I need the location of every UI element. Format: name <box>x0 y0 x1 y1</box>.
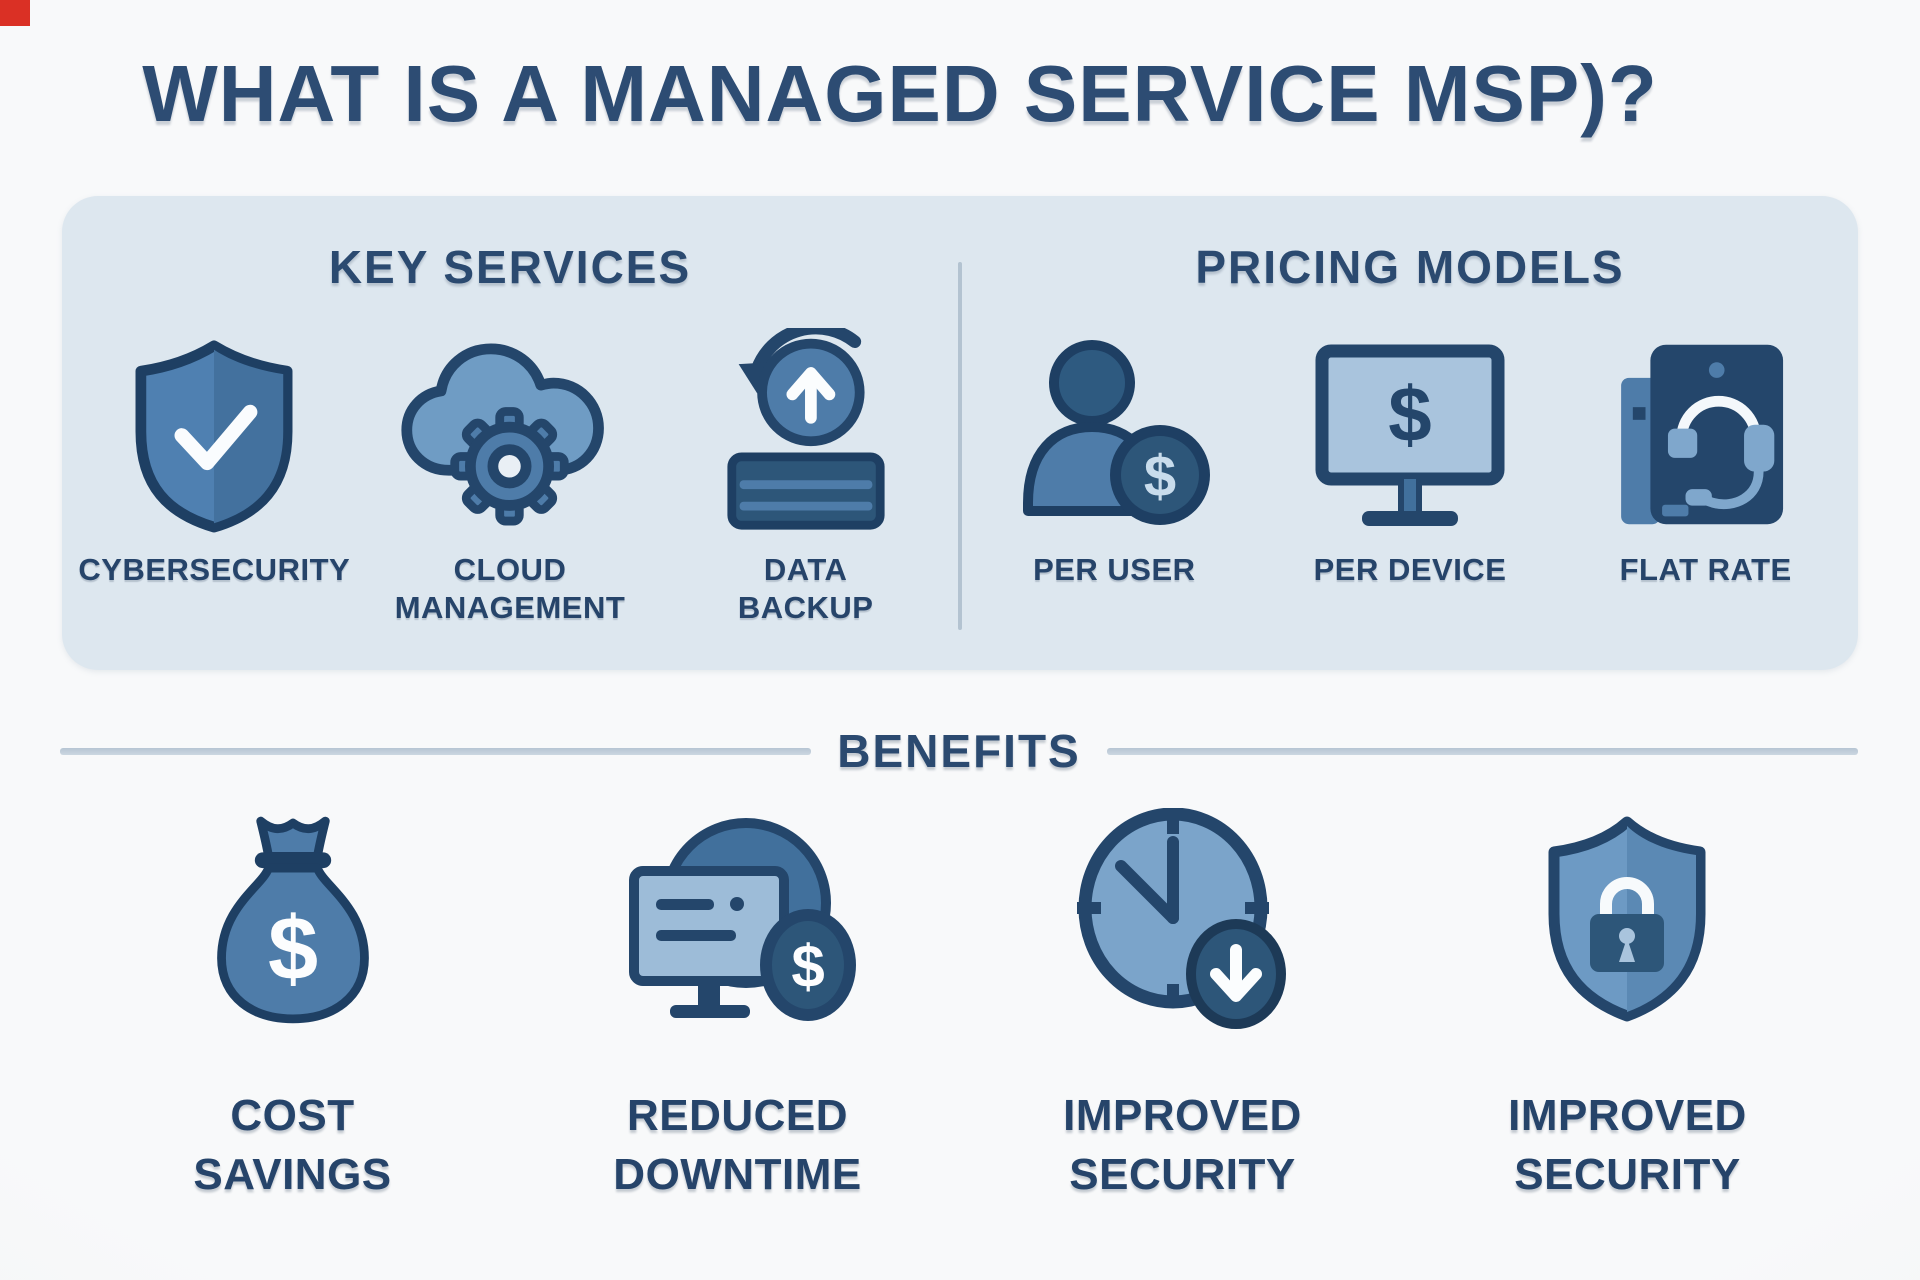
device-headset-icon <box>1613 328 1799 533</box>
page-title: WHAT IS A MANAGED SERVICE MSP)? <box>142 49 1658 138</box>
monitor-dollar-icon: $ <box>1308 328 1512 533</box>
svg-text:$: $ <box>1388 370 1431 458</box>
service-item-cloud-management: CLOUD MANAGEMENT <box>367 328 654 627</box>
pricing-models-section: PRICING MODELS $ PER USER <box>962 196 1858 670</box>
money-bag-icon: $ <box>200 786 386 1052</box>
svg-text:$: $ <box>1144 444 1176 509</box>
panel-divider <box>958 262 962 630</box>
pricing-label: FLAT RATE <box>1619 552 1792 587</box>
shield-check-icon <box>130 328 298 533</box>
service-item-cybersecurity: CYBERSECURITY <box>71 328 358 627</box>
benefit-label: IMPROVED SECURITY <box>1508 1091 1747 1200</box>
key-services-heading: KEY SERVICES <box>328 241 692 293</box>
benefits-line-right <box>1106 747 1858 755</box>
pricing-item-per-user: $ PER USER <box>971 328 1258 589</box>
benefits-heading: BENEFITS <box>837 725 1081 777</box>
service-label: CLOUD MANAGEMENT <box>394 552 626 625</box>
benefits-row: $ COST SAVINGS $ REDUCED DOWNTI <box>70 786 1850 1205</box>
service-item-data-backup: DATA BACKUP <box>662 328 949 627</box>
pricing-models-row: $ PER USER $ PE <box>962 328 1858 589</box>
key-services-row: CYBERSECURITY <box>62 328 958 627</box>
benefit-label: REDUCED DOWNTIME <box>613 1091 862 1200</box>
key-services-section: KEY SERVICES CYBERSECURITY <box>62 196 958 670</box>
cloud-gear-icon <box>397 328 622 533</box>
pricing-models-heading: PRICING MODELS <box>1195 241 1625 293</box>
service-label: CYBERSECURITY <box>78 552 351 587</box>
benefit-item-reduced-downtime: $ REDUCED DOWNTIME <box>515 786 960 1205</box>
pricing-item-per-device: $ PER DEVICE <box>1267 328 1554 589</box>
user-dollar-icon: $ <box>1014 328 1214 533</box>
benefit-item-improved-security-shield: IMPROVED SECURITY <box>1405 786 1850 1205</box>
services-pricing-panel: KEY SERVICES CYBERSECURITY <box>62 196 1858 670</box>
benefits-header: BENEFITS <box>60 724 1858 778</box>
clock-down-arrow-icon <box>1075 786 1291 1052</box>
svg-text:$: $ <box>267 899 317 1000</box>
benefit-label: IMPROVED SECURITY <box>1063 1091 1302 1200</box>
service-label: DATA BACKUP <box>737 552 874 625</box>
backup-server-icon <box>717 328 895 533</box>
monitor-coin-icon: $ <box>618 786 858 1052</box>
shield-lock-icon <box>1540 786 1716 1052</box>
svg-text:$: $ <box>791 933 824 1000</box>
red-corner-artifact <box>0 0 30 26</box>
benefit-item-improved-security-clock: IMPROVED SECURITY <box>960 786 1405 1205</box>
pricing-label: PER DEVICE <box>1313 552 1507 587</box>
benefit-label: COST SAVINGS <box>193 1091 392 1200</box>
benefit-item-cost-savings: $ COST SAVINGS <box>70 786 515 1205</box>
pricing-item-flat-rate: FLAT RATE <box>1562 328 1849 589</box>
benefits-line-left <box>60 747 812 755</box>
pricing-label: PER USER <box>1033 552 1196 587</box>
